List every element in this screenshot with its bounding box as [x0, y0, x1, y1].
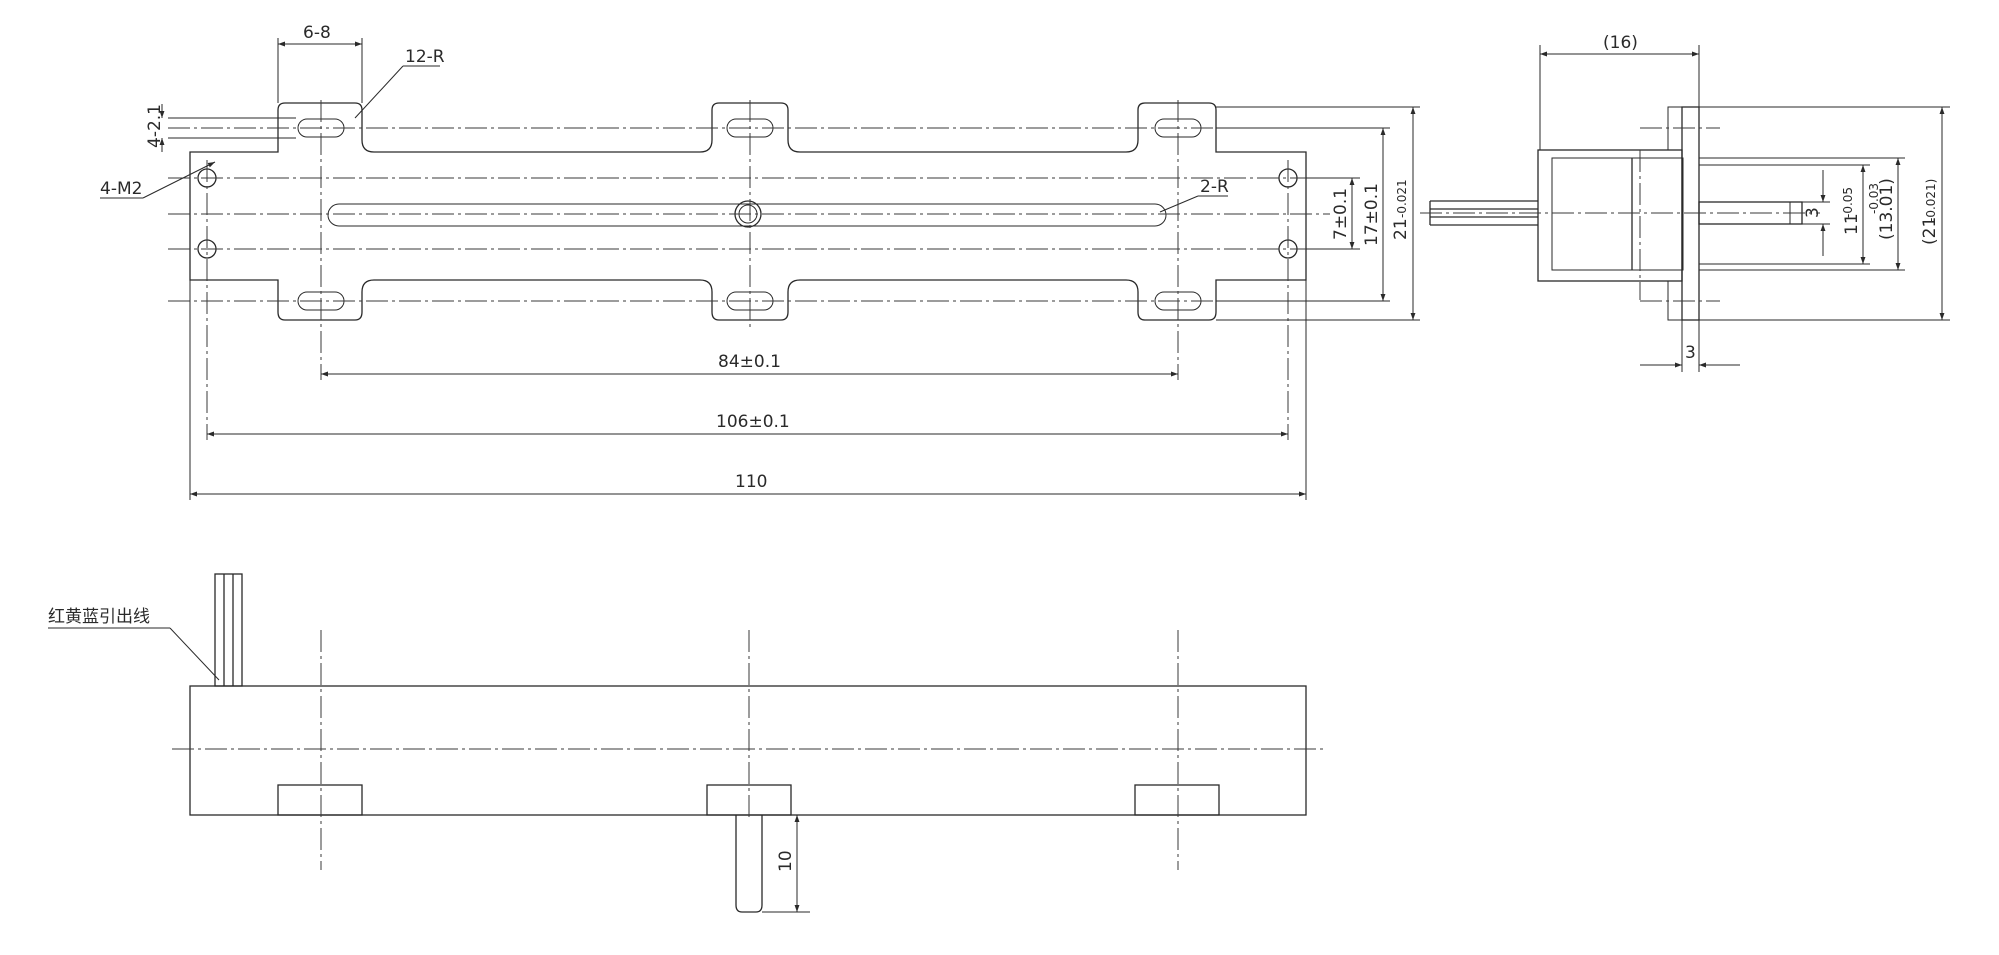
- front-shaft: [735, 815, 763, 913]
- dim-shaft-3: 3: [1803, 207, 1823, 218]
- front-body: [189, 685, 1307, 816]
- dim-13-tolerance: -0.03: [1867, 183, 1881, 214]
- dim-slot-height: 4-2.1: [145, 104, 165, 148]
- front-foot-right: [1134, 784, 1220, 816]
- center-long-slot: [327, 203, 1167, 227]
- dim-flange-3: 3: [1685, 343, 1696, 363]
- dim-21: 21: [1391, 218, 1411, 240]
- dim-21-tolerance: -0.021: [1395, 179, 1409, 218]
- dim-7: 7±0.1: [1331, 188, 1351, 240]
- front-view: 红黄蓝引出线 10: [48, 573, 1325, 913]
- dim-mount-holes: 4-M2: [100, 179, 142, 199]
- top-view: 84±0.1 106±0.1 110 6-8 12-R 4-2.1 4-M2 2…: [100, 23, 1420, 500]
- side-body-inner: [1551, 157, 1684, 271]
- lead-wires: [214, 573, 243, 687]
- dim-17: 17±0.1: [1362, 183, 1382, 246]
- dim-10: 10: [776, 850, 796, 872]
- dim-slot-radius: 2-R: [1200, 177, 1229, 197]
- dim-side-21: (21: [1920, 217, 1940, 245]
- front-foot-left: [277, 784, 363, 816]
- dim-side-21-tolerance: -0.021): [1924, 179, 1938, 222]
- dim-16: (16): [1603, 33, 1638, 53]
- lead-wire-label: 红黄蓝引出线: [48, 607, 150, 627]
- dim-corner-radius: 12-R: [405, 47, 445, 67]
- side-body-outer: [1537, 149, 1683, 282]
- top-view-body-outline: [189, 102, 1307, 321]
- dim-84: 84±0.1: [718, 352, 781, 372]
- dim-slot-width: 6-8: [303, 23, 331, 43]
- dim-11: 11: [1842, 213, 1862, 235]
- dim-13: (13.01): [1877, 178, 1897, 240]
- side-view: (16) 3 11 -0.05 (13.01) -0.03 (21 -0.021…: [1420, 33, 1950, 372]
- dim-106: 106±0.1: [716, 412, 790, 432]
- dim-110: 110: [735, 472, 767, 492]
- dim-11-tolerance: -0.05: [1841, 187, 1855, 218]
